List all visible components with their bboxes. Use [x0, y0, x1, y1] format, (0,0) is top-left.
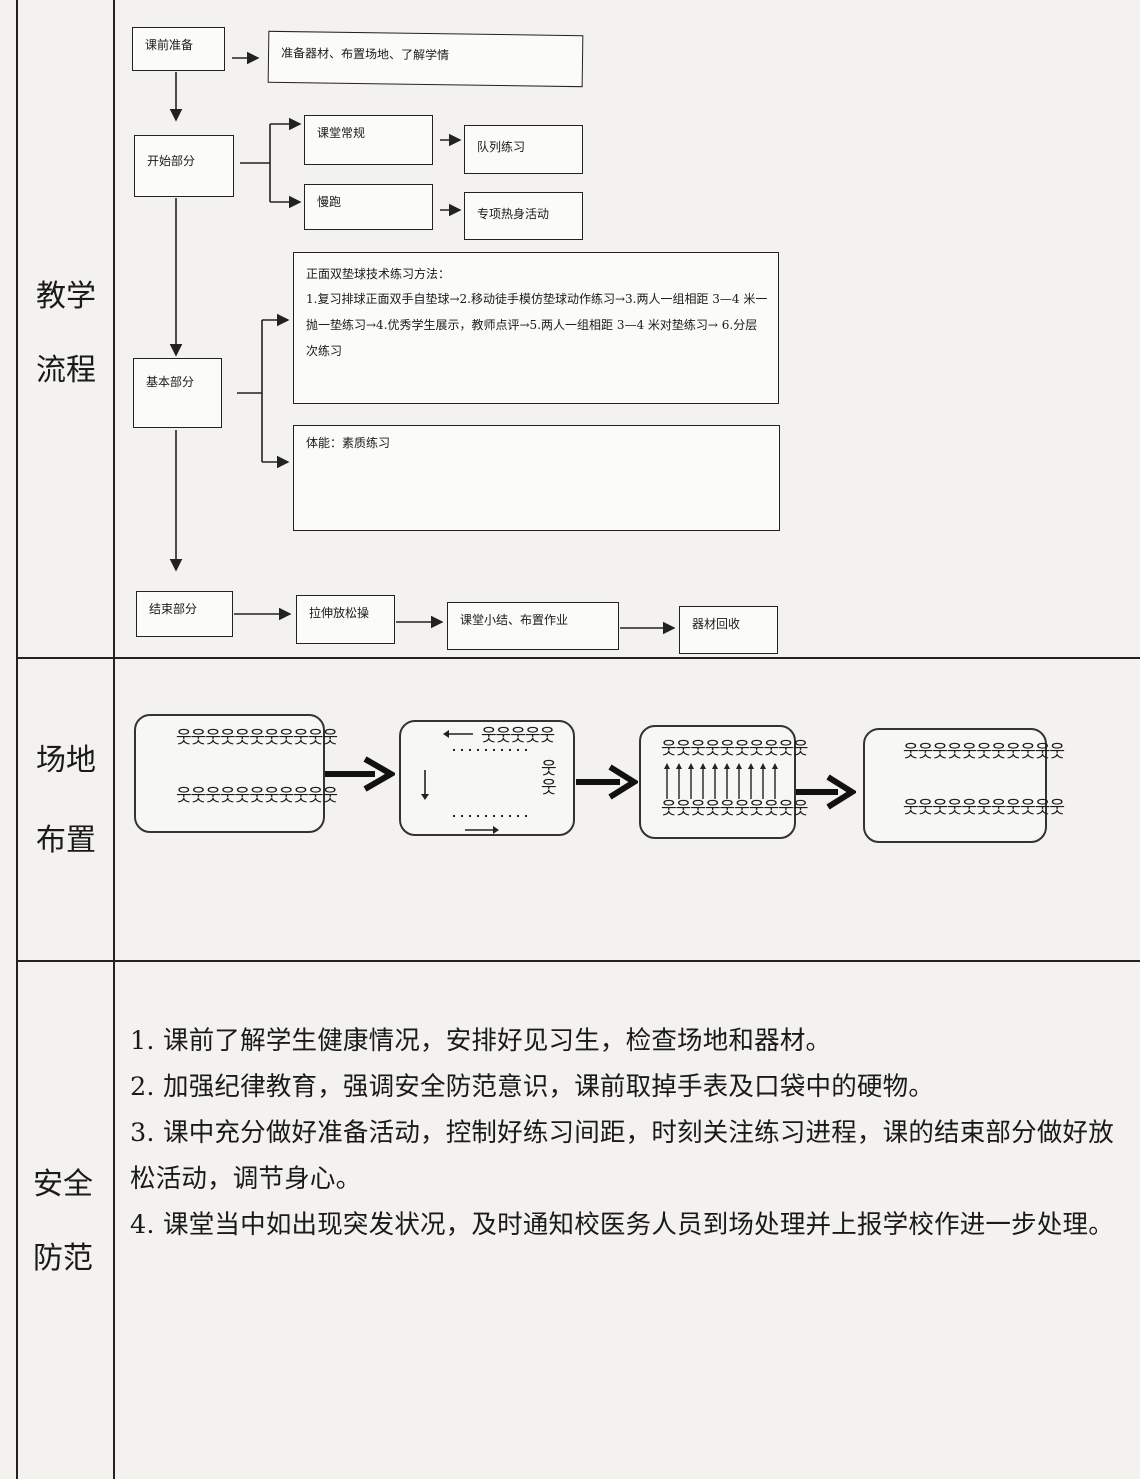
stretch-label: 拉伸放松操 — [309, 606, 370, 620]
pre-class-box: 课前准备 — [132, 27, 225, 71]
equipment-label: 器材回收 — [692, 617, 741, 631]
big-arrow-icon — [576, 764, 638, 800]
figure-row: 웃웃웃웃웃웃웃웃웃웃 — [661, 739, 808, 759]
field-panel-dismissal: 웃웃웃웃웃웃웃웃웃웃웃 웃웃웃웃웃웃웃웃웃웃웃 — [863, 728, 1065, 843]
rotation-path — [421, 730, 531, 834]
flow-connectors — [169, 51, 676, 635]
jogging-label: 慢跑 — [317, 195, 342, 209]
pre-class-detail: 准备器材、布置场地、了解学情 — [280, 45, 450, 63]
figure-row: 웃웃웃웃웃웃웃웃웃웃웃 — [176, 728, 338, 748]
table-left-border — [16, 0, 18, 1479]
class-routine-label: 课堂常规 — [317, 126, 366, 140]
safety-list: 1. 课前了解学生健康情况，安排好见习生，检查场地和器材。 2. 加强纪律教育，… — [130, 1018, 1130, 1248]
main-part-box: 基本部分 — [133, 358, 222, 428]
formation-drill-label: 队列练习 — [477, 140, 526, 154]
method-steps: 1.复习排球正面双手自垫球→2.移动徒手模仿垫球动作练习→3.两人一组相距 3—… — [306, 292, 768, 358]
opening-box: 开始部分 — [134, 135, 234, 197]
safety-item: 4. 课堂当中如出现突发状况，及时通知校医务人员到场处理并上报学校作进一步处理。 — [130, 1210, 1114, 1240]
fitness-label: 体能：素质练习 — [306, 436, 391, 450]
safety-label-line2: 防范 — [33, 1241, 93, 1276]
figure-row: 웃웃웃웃웃웃웃웃웃웃웃 — [903, 798, 1065, 818]
safety-item: 2. 加强纪律教育，强调安全防范意识，课前取掉手表及口袋中的硬物。 — [130, 1072, 935, 1102]
field-panel-pairs: 웃웃웃웃웃웃웃웃웃웃 웃웃웃웃웃웃웃웃웃웃 — [639, 725, 808, 839]
jogging-box: 慢跑 — [304, 184, 433, 230]
stretch-box: 拉伸放松操 — [296, 595, 395, 644]
figure-row: 웃웃웃웃웃웃웃웃웃웃웃 — [903, 742, 1065, 762]
safety-label: 安全 防范 — [33, 1170, 93, 1274]
safety-item: 1. 课前了解学生健康情况，安排好见习生，检查场地和器材。 — [130, 1026, 832, 1056]
teaching-flow-label-line1: 教学 — [36, 279, 96, 314]
figure-row: 웃웃웃웃웃웃웃웃웃웃웃 — [176, 786, 338, 806]
table-column-divider — [113, 0, 115, 1479]
special-warmup-label: 专项热身活动 — [477, 207, 550, 221]
opening-label: 开始部分 — [147, 154, 196, 168]
pre-class-label: 课前准备 — [145, 38, 194, 52]
class-routine-box: 课堂常规 — [304, 115, 433, 165]
pre-class-detail-box: 准备器材、布置场地、了解学情 — [267, 30, 584, 88]
row-divider-flow — [16, 657, 1140, 659]
special-warmup-box: 专项热身活动 — [464, 192, 583, 240]
safety-item: 3. 课中充分做好准备活动，控制好练习间距，时刻关注练习进程，课的结束部分做好放… — [130, 1118, 1114, 1194]
field-panel-formation: 웃웃웃웃웃웃웃웃웃웃웃 웃웃웃웃웃웃웃웃웃웃웃 — [134, 714, 338, 833]
summary-box: 课堂小结、布置作业 — [447, 602, 619, 650]
equipment-box: 器材回收 — [679, 606, 778, 654]
safety-label-line1: 安全 — [33, 1167, 93, 1202]
formation-drill-box: 队列练习 — [464, 125, 583, 174]
summary-label: 课堂小结、布置作业 — [460, 613, 569, 627]
venue-layout-label: 场地 布置 — [36, 746, 96, 856]
venue-layout-label-line2: 布置 — [36, 823, 96, 858]
big-arrow-icon — [325, 756, 395, 792]
method-title: 正面双垫球技术练习方法： — [306, 267, 451, 281]
main-part-label: 基本部分 — [146, 375, 195, 389]
method-box: 正面双垫球技术练习方法： 1.复习排球正面双手自垫球→2.移动徒手模仿垫球动作练… — [293, 252, 779, 404]
venue-layout-label-line1: 场地 — [36, 743, 96, 778]
figure-row: 웃웃웃웃웃 — [481, 726, 555, 746]
big-arrow-icon — [796, 774, 856, 810]
figure-row: 웃웃웃웃웃웃웃웃웃웃 — [661, 799, 808, 819]
teaching-flow-label-line2: 流程 — [36, 353, 96, 388]
teaching-flow-label: 教学 流程 — [36, 282, 96, 386]
closing-label: 结束部分 — [149, 602, 198, 616]
fitness-box: 体能：素质练习 — [293, 425, 780, 531]
closing-box: 结束部分 — [136, 591, 233, 637]
pair-arrows — [664, 763, 778, 799]
row-divider-venue — [16, 960, 1140, 962]
